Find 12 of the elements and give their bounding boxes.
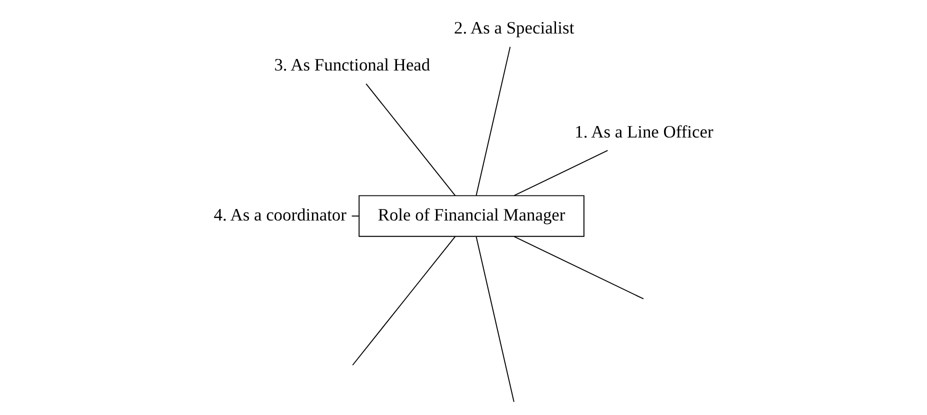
connector (366, 83, 456, 196)
connector (514, 150, 608, 196)
node-text: 4. As a coordinator (214, 204, 346, 224)
node-box: Role of Financial Manager (358, 195, 584, 237)
connector (476, 46, 511, 196)
connector (476, 236, 514, 402)
connector (351, 216, 360, 217)
connector (514, 236, 644, 300)
node-text: 3. As Functional Head (274, 54, 430, 75)
node-text: 1. As a Line Officer (574, 121, 714, 142)
node-text: 2. As a Specialist (454, 18, 574, 38)
connector (352, 236, 456, 366)
